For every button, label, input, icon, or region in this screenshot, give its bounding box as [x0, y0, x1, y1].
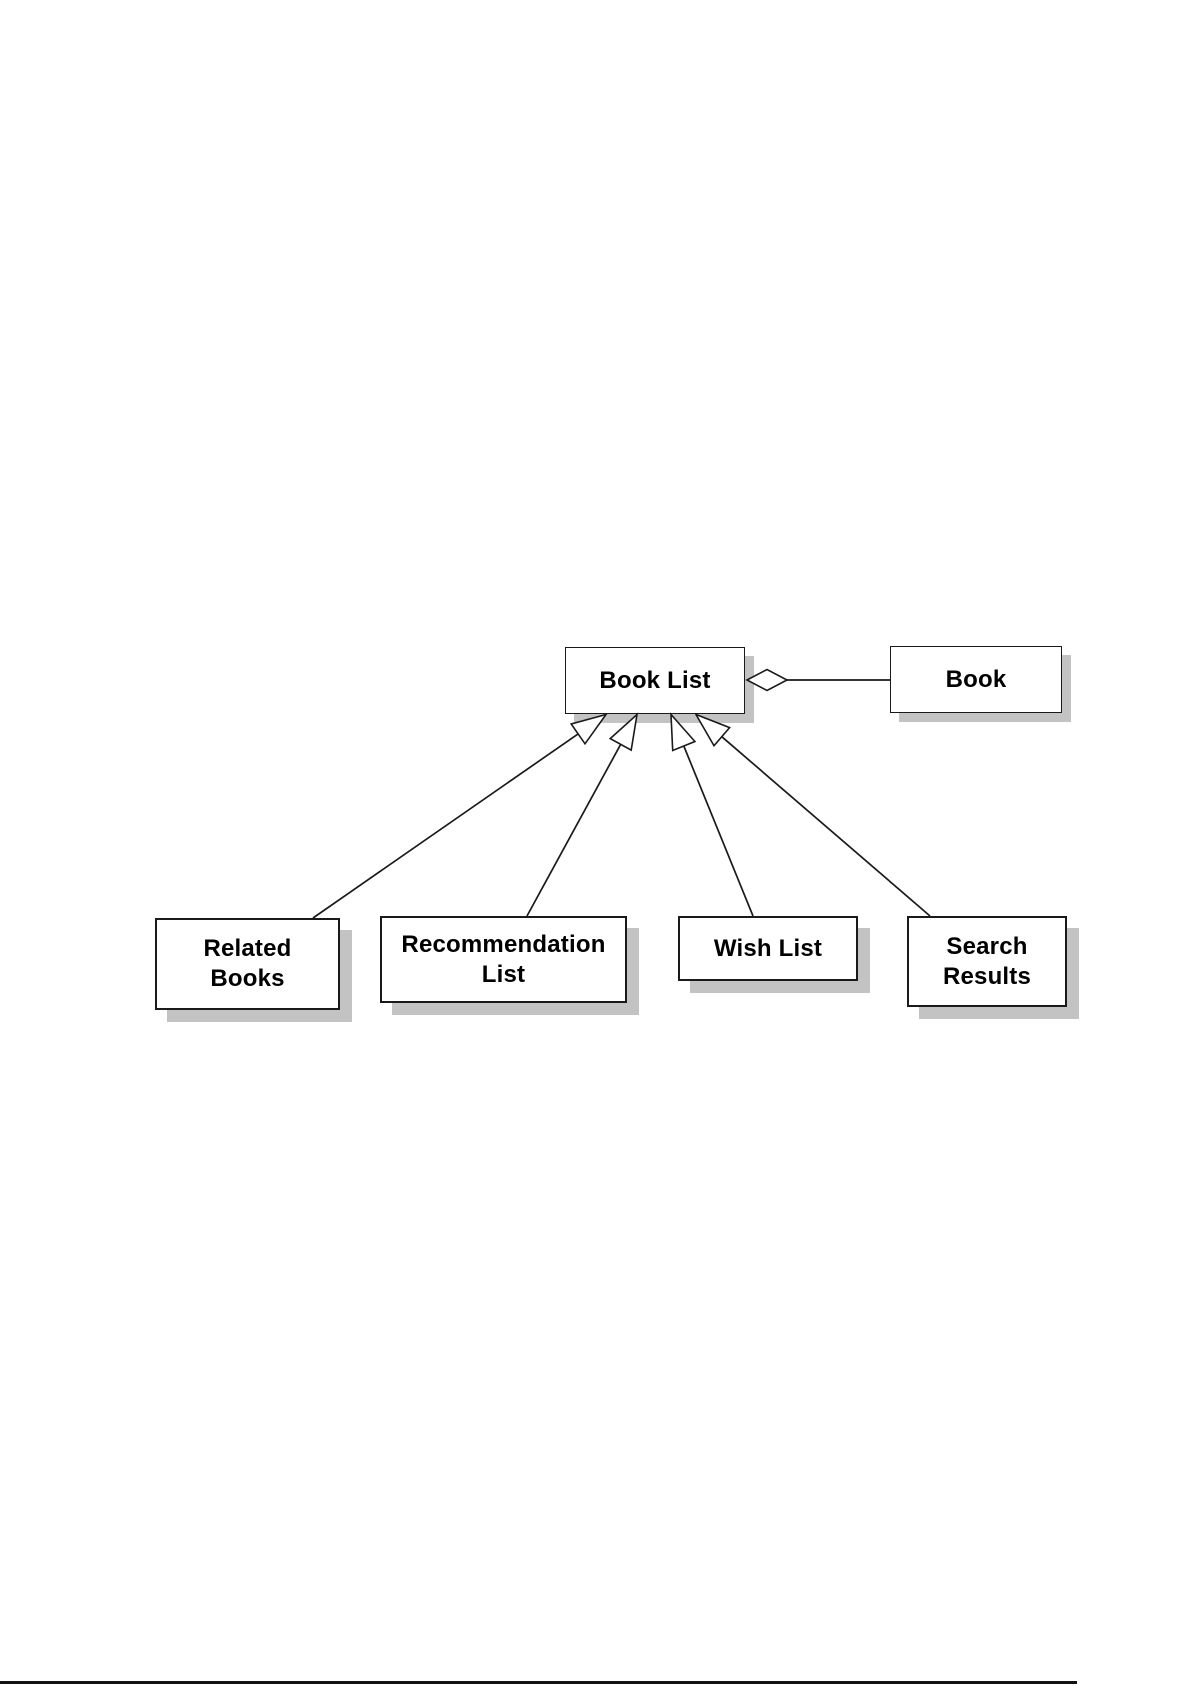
class-box-search-results: Search Results	[907, 916, 1067, 1007]
class-label: Book List	[599, 666, 711, 694]
class-box-recommendation-list: Recommendation List	[380, 916, 627, 1003]
generalization-edge-related-books	[312, 713, 608, 919]
class-label: Related	[203, 935, 292, 962]
generalization-arrowhead-icon	[569, 713, 608, 746]
class-label: Results	[942, 962, 1032, 990]
class-box-book-list: Book List	[565, 647, 745, 714]
class-box-wish-list: Wish List	[678, 916, 858, 981]
page-footer-rule	[0, 1681, 1077, 1684]
generalization-edge-wish-list	[670, 712, 754, 917]
class-label: Search	[946, 932, 1028, 960]
aggregation-diamond-icon	[745, 668, 789, 692]
class-label: Wish List	[713, 934, 823, 962]
aggregation-edge-book-list-book	[745, 668, 890, 692]
class-label: Book	[945, 665, 1007, 693]
generalization-line	[683, 745, 754, 917]
class-box-related-books: Related Books	[155, 918, 340, 1010]
generalization-arrowhead-icon	[608, 712, 639, 752]
class-label: Books	[210, 965, 285, 992]
generalization-edge-search-results	[694, 712, 931, 917]
generalization-line	[526, 743, 622, 917]
generalization-line	[721, 736, 931, 917]
generalization-arrowhead-icon	[694, 712, 731, 748]
class-box-book: Book	[890, 646, 1062, 713]
generalization-line	[312, 733, 579, 919]
class-label: Recommendation	[401, 930, 606, 958]
class-label: List	[481, 960, 526, 988]
generalization-edge-recommendation-list	[526, 712, 639, 917]
generalization-arrowhead-icon	[670, 712, 697, 752]
